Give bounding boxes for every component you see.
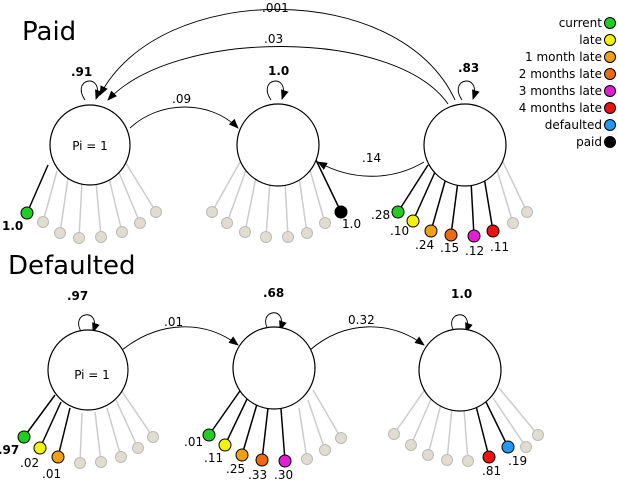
defaulted-s1-self-loop	[78, 314, 100, 334]
legend-swatch-defaulted	[604, 119, 616, 131]
paid-state-3	[423, 103, 507, 187]
legend-swatch-late	[604, 34, 616, 46]
legend-swatch-3-months-late	[604, 85, 616, 97]
legend-swatch-4-months-late	[604, 102, 616, 114]
paid-s1-emissions	[20, 159, 162, 244]
legend-label-defaulted: defaulted	[545, 118, 602, 132]
paid-s1-self-loop-label: .91	[71, 65, 92, 79]
legend-swatch-paid	[604, 136, 616, 148]
defaulted-s2-output-late: .11	[204, 451, 223, 465]
defaulted-s1-output-1month: .01	[42, 467, 61, 480]
legend-swatch-2-months-late	[604, 68, 616, 80]
paid-arc-s3-s1-inner	[107, 46, 449, 105]
legend-label-current: current	[559, 16, 603, 30]
paid-s3-output-2months: .15	[440, 241, 459, 255]
defaulted-arc-s1-s2-label: .01	[164, 315, 183, 329]
paid-s3-self-loop-label: .83	[458, 61, 479, 75]
legend-label-late: late	[579, 33, 602, 47]
paid-arc-s3-s1-outer	[99, 9, 456, 101]
legend-swatch-current	[604, 17, 616, 29]
paid-arc-s1-s2	[129, 106, 239, 129]
defaulted-s1-output-current: .97	[0, 443, 19, 457]
defaulted-arc-s1-s2	[121, 326, 239, 351]
paid-title: Paid	[22, 17, 76, 47]
paid-s2-emissions	[206, 159, 348, 243]
paid-s3-output-1month: .24	[415, 238, 434, 252]
paid-s3-self-loop	[457, 80, 480, 101]
paid-arc-s3-s1-outer-label: .001	[262, 1, 289, 15]
defaulted-state-1-label: Pi = 1	[74, 368, 110, 382]
paid-state-1	[49, 104, 131, 186]
defaulted-s2-self-loop-label: .68	[263, 286, 284, 300]
defaulted-state-2	[232, 326, 316, 410]
legend-label-4-months-late: 4 months late	[519, 101, 602, 115]
defaulted-arc-s2-s3-label: 0.32	[348, 313, 375, 327]
paid-s3-output-3months: .12	[465, 244, 484, 258]
paid-state-1-label: Pi = 1	[72, 139, 108, 153]
defaulted-s3-output-4months: .81	[482, 464, 501, 478]
defaulted-s2-self-loop	[265, 312, 287, 332]
paid-s3-output-current: .28	[371, 208, 390, 222]
legend-label-3-months-late: 3 months late	[519, 84, 602, 98]
defaulted-s3-output-defaulted: .19	[508, 454, 527, 468]
defaulted-state-3	[418, 328, 502, 412]
defaulted-s2-output-1month: .25	[226, 462, 245, 476]
paid-arc-s3-s2	[317, 161, 425, 177]
defaulted-title: Defaulted	[8, 251, 136, 281]
paid-arc-s3-s2-label: .14	[362, 151, 381, 165]
defaulted-s3-self-loop-label: 1.0	[451, 287, 472, 301]
paid-s1-self-loop	[80, 80, 103, 101]
defaulted-arc-s2-s3	[309, 326, 425, 351]
defaulted-s2-emissions	[202, 387, 347, 468]
legend-label-2-months-late: 2 months late	[519, 67, 602, 81]
paid-s1-output-current: 1.0	[2, 219, 23, 233]
defaulted-s1-output-late: .02	[20, 456, 39, 470]
paid-s2-self-loop-label: 1.0	[268, 64, 289, 78]
paid-state-2	[236, 103, 320, 187]
paid-s3-output-4months: .11	[490, 240, 509, 254]
defaulted-s3-self-loop	[451, 314, 473, 334]
legend-swatch-1-month-late	[604, 51, 616, 63]
defaulted-s1-emissions	[17, 389, 159, 469]
paid-arc-s1-s2-label: .09	[172, 92, 191, 106]
defaulted-s2-output-3months: .30	[274, 468, 293, 480]
legend-label-1-month-late: 1 month late	[525, 50, 602, 64]
paid-arc-s3-s1-inner-label: .03	[264, 32, 283, 46]
defaulted-state-1	[47, 329, 129, 411]
defaulted-s1-self-loop-label: .97	[67, 289, 88, 303]
paid-s3-output-late: .10	[390, 224, 409, 238]
paid-s3-emissions	[391, 159, 533, 243]
legend-label-paid: paid	[576, 135, 602, 149]
paid-s2-self-loop	[266, 80, 289, 101]
defaulted-s2-output-current: .01	[184, 435, 203, 449]
legend: current late 1 month late 2 months late …	[519, 16, 616, 149]
defaulted-s2-output-2months: .33	[248, 468, 267, 480]
paid-s2-output-paid: 1.0	[342, 217, 361, 231]
defaulted-s3-emissions	[388, 387, 544, 467]
